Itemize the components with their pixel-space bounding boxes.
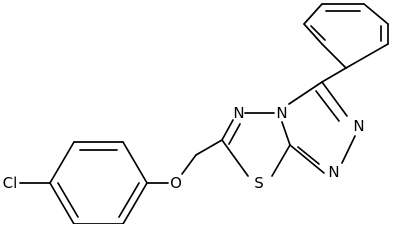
bond-n-c bbox=[281, 121, 291, 146]
bond bbox=[122, 141, 148, 184]
thiadiazole-nitrogen-label: N bbox=[233, 104, 244, 122]
triazole-nitrogen-upper-label: N bbox=[353, 117, 364, 135]
double-bond-inner bbox=[118, 182, 140, 218]
triazole-ring bbox=[288, 81, 356, 174]
bond bbox=[345, 43, 389, 69]
double-bond-c-n bbox=[221, 119, 234, 141]
bond bbox=[363, 3, 389, 25]
thiadiazole-ring bbox=[221, 112, 291, 177]
bridgehead-nitrogen-label: N bbox=[276, 104, 287, 122]
chlorophenyl-ring bbox=[49, 141, 148, 224]
chemical-structure-diagram: Cl O N N S N N bbox=[3, 3, 389, 224]
bond bbox=[303, 3, 323, 25]
bond-n-n bbox=[341, 135, 356, 164]
bond-oxygen-methylene bbox=[181, 154, 197, 175]
phenyl-ring bbox=[303, 3, 389, 69]
bond bbox=[122, 182, 148, 224]
bond-c-s bbox=[271, 144, 291, 177]
double-bond-c-n-inner bbox=[315, 90, 340, 122]
double-bond-c-n bbox=[321, 81, 348, 117]
bond bbox=[321, 43, 347, 69]
bond-methylene-thiadiazole bbox=[195, 139, 223, 156]
bond-triazole-phenyl bbox=[321, 67, 347, 83]
double-bond-n-c bbox=[289, 144, 325, 174]
bond bbox=[49, 141, 75, 184]
sulfur-label: S bbox=[254, 174, 264, 192]
bond-s-c bbox=[221, 139, 249, 177]
bond bbox=[303, 23, 323, 45]
bond-n-c bbox=[288, 81, 323, 105]
double-bond-inner bbox=[310, 25, 326, 41]
bond bbox=[49, 182, 75, 224]
oxygen-label: O bbox=[170, 174, 182, 192]
double-bond-n-c-inner bbox=[297, 146, 320, 165]
double-bond-c-n bbox=[228, 123, 241, 145]
triazole-nitrogen-lower-label: N bbox=[328, 163, 339, 181]
chlorine-label: Cl bbox=[3, 174, 18, 192]
double-bond-inner bbox=[57, 182, 79, 218]
